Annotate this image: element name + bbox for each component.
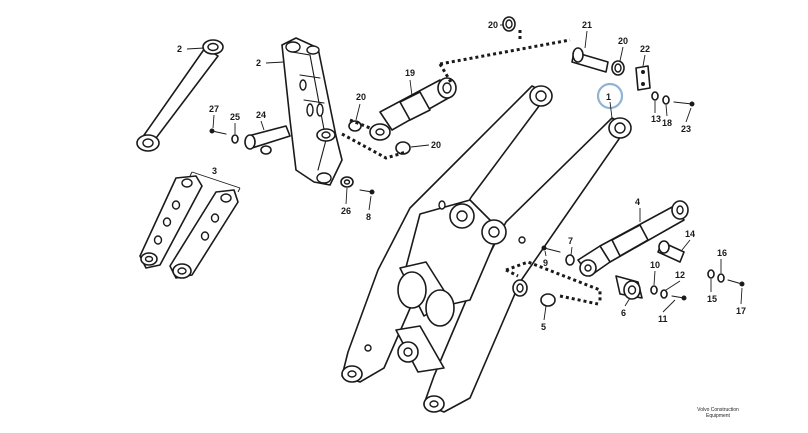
callout-14[interactable]: 14 [685,229,695,239]
bolt-part-17[interactable] [727,279,745,287]
brand-line-1: Volvo Construction [697,407,739,413]
highlight-circle-part-1 [596,82,624,110]
callout-8[interactable]: 8 [366,212,371,222]
callout-3[interactable]: 3 [212,166,217,176]
callout-19[interactable]: 19 [405,68,415,78]
bolt-part-9[interactable] [541,245,561,253]
pin-part-21[interactable] [571,47,609,73]
washer-part-25[interactable] [231,134,239,144]
bolt-part-8[interactable] [359,189,375,195]
callout-16[interactable]: 16 [717,248,727,258]
cylinder-part-4[interactable] [577,200,689,277]
callout-25[interactable]: 25 [230,112,240,122]
cylinder-part-19[interactable] [369,77,457,141]
washer-part-18[interactable] [662,95,670,105]
washer-part-26[interactable] [340,176,354,188]
callout-4[interactable]: 4 [635,197,640,207]
bolt-part-11[interactable] [671,295,687,301]
callout-13[interactable]: 13 [651,114,661,124]
washer-part-13[interactable] [651,91,659,101]
callouts: 1 2 2 3 4 5 6 7 8 9 10 11 12 13 14 15 16 [177,20,746,332]
pin-part-6[interactable] [615,275,643,300]
bracket-tick-part-3b [237,187,241,193]
plate-part-22[interactable] [635,65,651,91]
callout-20-low[interactable]: 20 [431,140,441,150]
callout-27[interactable]: 27 [209,104,219,114]
callout-23[interactable]: 23 [681,124,691,134]
assembly-line-top-left [438,63,454,85]
pin-part-24[interactable] [244,125,291,155]
bolt-part-27[interactable] [209,128,227,135]
callout-5[interactable]: 5 [541,322,546,332]
brand-line-2: Equipment [706,413,731,419]
bracket-line-part-3 [191,171,241,189]
callout-12[interactable]: 12 [675,270,685,280]
bell-crank-part-2[interactable] [281,37,343,186]
callout-6[interactable]: 6 [621,308,626,318]
washer-part-12[interactable] [660,289,668,299]
assembly-line-lower-right [505,260,602,302]
callout-21[interactable]: 21 [582,20,592,30]
washer-part-15[interactable] [707,269,715,279]
callout-10[interactable]: 10 [650,260,660,270]
callout-24[interactable]: 24 [256,110,266,120]
link-rod-part-2[interactable] [136,39,224,152]
washer-part-10[interactable] [650,285,658,295]
washer-part-20-top[interactable] [502,16,516,32]
callout-7[interactable]: 7 [568,236,573,246]
pin-part-14[interactable] [657,240,685,263]
assembly-line-washer-5 [559,294,599,306]
callout-9[interactable]: 9 [543,258,548,268]
callout-20-top[interactable]: 20 [488,20,498,30]
washer-part-5[interactable] [512,279,556,307]
assembly-line-lower-left [505,268,519,278]
callout-2-crank[interactable]: 2 [256,58,261,68]
callout-1[interactable]: 1 [606,92,611,102]
lift-arm-part-1[interactable] [341,85,632,413]
callout-26[interactable]: 26 [341,206,351,216]
assembly-line-top [439,38,571,66]
callout-2-rod[interactable]: 2 [177,44,182,54]
callout-20-mid[interactable]: 20 [356,92,366,102]
side-links-part-3[interactable] [139,175,239,279]
washer-part-16[interactable] [717,273,725,283]
callout-20-right[interactable]: 20 [618,36,628,46]
washer-part-7[interactable] [565,254,575,266]
callout-22[interactable]: 22 [640,44,650,54]
washer-part-20-right[interactable] [611,60,625,76]
callout-18[interactable]: 18 [662,118,672,128]
bolt-part-23[interactable] [673,101,695,107]
callout-11[interactable]: 11 [658,314,668,324]
washer-part-20-mid[interactable] [348,120,362,132]
callout-15[interactable]: 15 [707,294,717,304]
assembly-line-mid [341,132,407,160]
bracket-tick-part-3a [189,171,193,177]
callout-17[interactable]: 17 [736,306,746,316]
